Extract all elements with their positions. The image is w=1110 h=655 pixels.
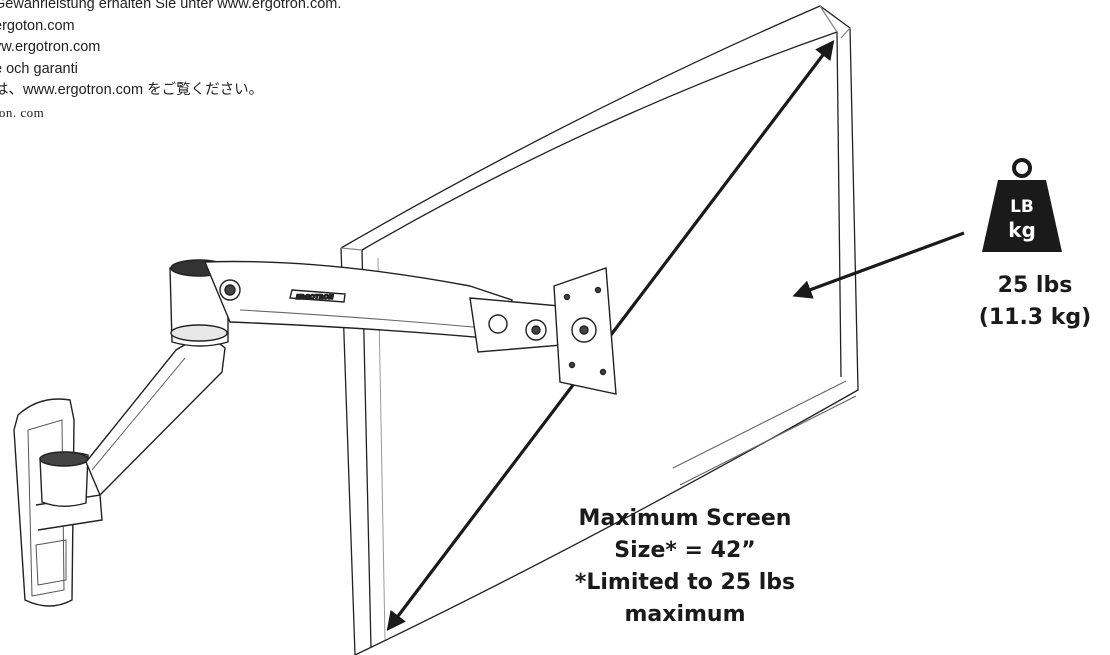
weight-imperial: 25 lbs — [997, 273, 1073, 298]
weight-capacity-label: 25 lbs (11.3 kg) — [960, 270, 1110, 334]
screen-note-line: maximum — [624, 602, 746, 627]
warranty-line: Gewährleistung erhalten Sie unter www.er… — [0, 0, 342, 12]
screen-note-line: Size* = 42” — [614, 538, 756, 563]
screen-size-note: Maximum Screen Size* = 42” *Limited to 2… — [555, 503, 815, 631]
weight-icon-lb: LB — [1010, 197, 1034, 217]
weight-icon-kg: kg — [1008, 218, 1036, 242]
warranty-line: vw.ergotron.com — [0, 39, 101, 55]
warranty-line: は、www.ergotron.com をご覧ください。 — [0, 82, 264, 98]
screen-note-line: *Limited to 25 lbs — [574, 570, 796, 595]
warranty-text-block: Gewährleistung erhalten Sie unter www.er… — [0, 0, 341, 123]
tilt-head — [469, 297, 563, 353]
weight-metric: (11.3 kg) — [978, 305, 1092, 330]
weight-icon: LB kg — [982, 158, 1062, 252]
upper-arm: ERGOTRON — [203, 260, 513, 341]
arm-brand-label: ERGOTRON — [296, 294, 334, 301]
warranty-line: ergoton.com — [0, 17, 75, 34]
weight-arrow — [792, 231, 965, 299]
lower-arm — [39, 338, 226, 507]
warranty-line: e och garanti — [0, 60, 78, 77]
warranty-line: ron. com — [0, 104, 45, 120]
vesa-plate — [553, 267, 617, 395]
screen-note-line: Maximum Screen — [578, 506, 792, 531]
